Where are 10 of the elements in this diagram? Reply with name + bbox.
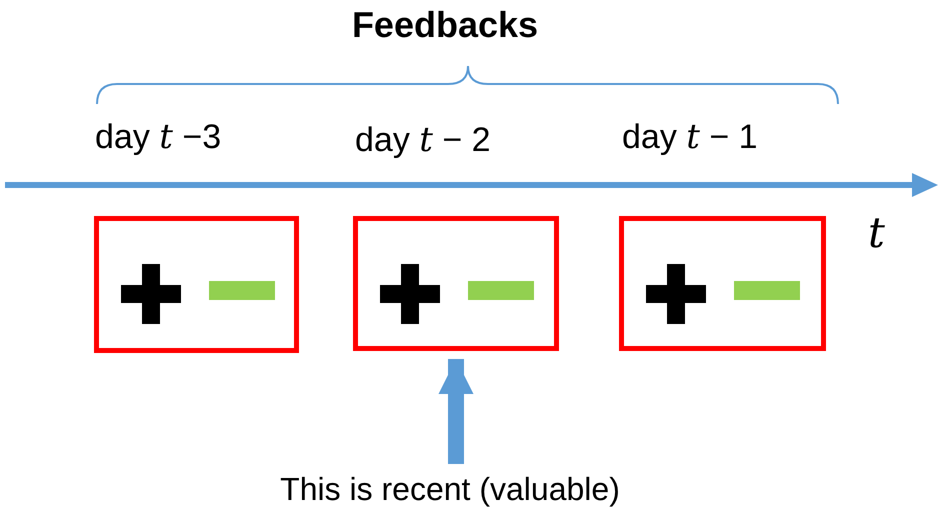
annotation-text: This is recent (valuable) bbox=[280, 470, 620, 508]
day-label: day t − 2 bbox=[355, 120, 491, 160]
title: Feedbacks bbox=[350, 4, 540, 46]
day-label: day t − 1 bbox=[622, 117, 758, 157]
feedback-box bbox=[353, 216, 559, 351]
axis-label: t bbox=[868, 208, 885, 257]
feedback-box bbox=[94, 216, 299, 353]
arrow bbox=[438, 359, 474, 464]
feedback-box bbox=[619, 216, 826, 351]
day-label: day t −3 bbox=[95, 117, 222, 157]
